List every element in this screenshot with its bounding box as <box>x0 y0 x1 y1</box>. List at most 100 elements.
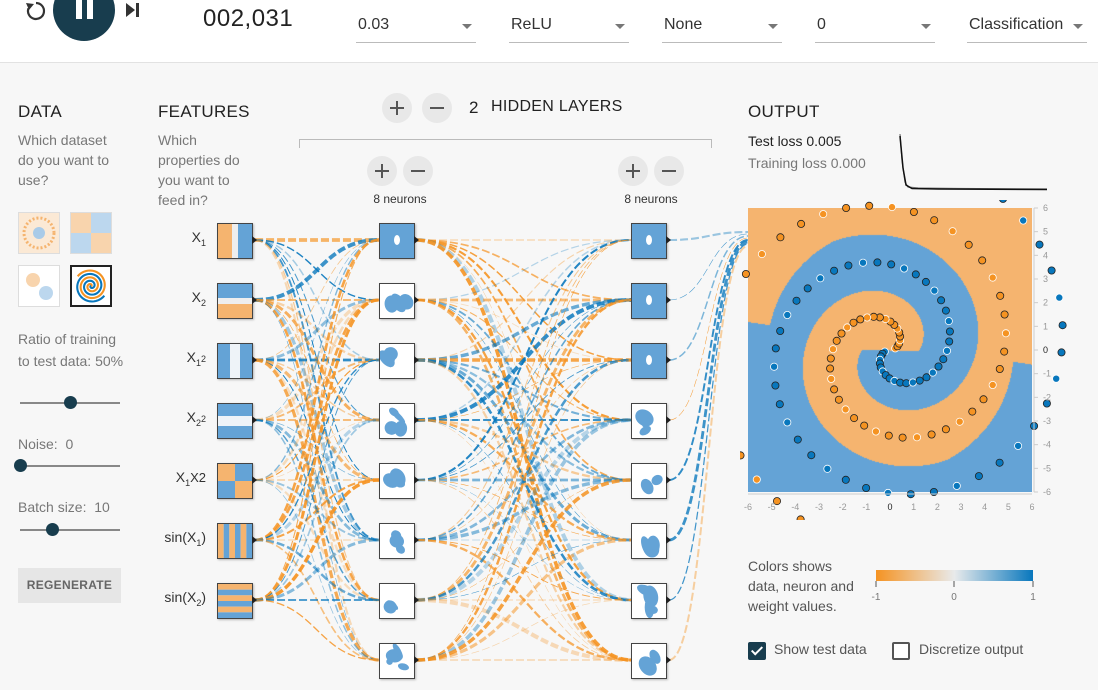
noise-slider[interactable] <box>14 459 120 472</box>
layer1-neuron[interactable] <box>379 523 415 559</box>
learning-rate-select[interactable]: 0.03 <box>356 10 476 43</box>
layer2-neuron[interactable] <box>631 343 667 379</box>
feature-node-x1[interactable] <box>217 223 253 259</box>
weight-link[interactable] <box>254 599 380 661</box>
weight-link[interactable] <box>254 418 380 542</box>
weight-link[interactable] <box>416 238 632 482</box>
weight-link[interactable] <box>416 359 632 661</box>
weight-link[interactable] <box>254 239 380 361</box>
discretize-output-checkbox[interactable] <box>892 642 910 660</box>
weight-link[interactable] <box>416 239 632 541</box>
activation-select[interactable]: ReLU <box>509 10 629 43</box>
weight-link[interactable] <box>668 239 749 481</box>
weight-link[interactable] <box>254 239 380 601</box>
weight-link[interactable] <box>416 597 632 663</box>
dataset-xor-option[interactable] <box>70 212 112 254</box>
weight-link[interactable] <box>254 239 380 481</box>
show-test-data-label[interactable]: Show test data <box>774 641 867 657</box>
layer1-neuron[interactable] <box>379 283 415 319</box>
layer2-add-neuron-button[interactable] <box>618 156 648 186</box>
ratio-slider-handle[interactable] <box>64 396 77 409</box>
layer2-neuron[interactable] <box>631 403 667 439</box>
weight-link[interactable] <box>416 479 632 601</box>
problem-type-select[interactable]: Classification <box>967 10 1087 43</box>
layer1-add-neuron-button[interactable] <box>367 156 397 186</box>
weight-link[interactable] <box>254 419 380 661</box>
weight-link[interactable] <box>416 599 632 661</box>
weight-link[interactable] <box>416 418 632 662</box>
feature-node-x1sq[interactable] <box>217 343 253 379</box>
weight-link[interactable] <box>254 359 380 481</box>
weight-link[interactable] <box>254 298 380 422</box>
dataset-gaussian-option[interactable] <box>18 265 60 307</box>
layer2-neuron[interactable] <box>631 223 667 259</box>
layer2-neuron[interactable] <box>631 643 667 679</box>
weight-link[interactable] <box>416 417 632 603</box>
weight-link[interactable] <box>416 478 632 542</box>
weight-link[interactable] <box>668 244 749 662</box>
layer1-neuron[interactable] <box>379 223 415 259</box>
weight-link[interactable] <box>254 419 380 601</box>
regularization-rate-select[interactable]: 0 <box>815 10 935 43</box>
layer1-neuron[interactable] <box>379 343 415 379</box>
weight-link[interactable] <box>668 235 749 361</box>
weight-link[interactable] <box>416 298 632 362</box>
show-test-data-checkbox[interactable] <box>748 642 766 660</box>
weight-link[interactable] <box>254 478 380 602</box>
add-layer-button[interactable] <box>382 93 412 123</box>
layer2-neuron[interactable] <box>631 583 667 619</box>
weight-link[interactable] <box>254 239 380 481</box>
dataset-spiral-option[interactable] <box>70 265 112 307</box>
weight-link[interactable] <box>416 239 632 421</box>
feature-node-x2sq[interactable] <box>217 403 253 439</box>
regenerate-button[interactable]: REGENERATE <box>18 568 121 603</box>
weight-link[interactable] <box>254 298 380 542</box>
weight-link[interactable] <box>416 479 632 541</box>
layer2-neuron[interactable] <box>631 463 667 499</box>
weight-link[interactable] <box>254 239 380 421</box>
layer2-remove-neuron-button[interactable] <box>654 156 684 186</box>
layer1-remove-neuron-button[interactable] <box>403 156 433 186</box>
weight-link[interactable] <box>416 239 632 661</box>
dataset-circle-option[interactable] <box>18 212 60 254</box>
weight-link[interactable] <box>254 239 380 601</box>
remove-layer-button[interactable] <box>422 93 452 123</box>
discretize-output-label[interactable]: Discretize output <box>919 641 1024 657</box>
step-icon[interactable] <box>124 2 142 18</box>
weight-link[interactable] <box>668 233 749 301</box>
weight-link[interactable] <box>668 240 749 542</box>
feature-node-x2[interactable] <box>217 283 253 319</box>
weight-link[interactable] <box>416 239 632 301</box>
feature-node-x1x2[interactable] <box>217 463 253 499</box>
weight-link[interactable] <box>416 298 632 662</box>
weight-link[interactable] <box>254 299 380 661</box>
weight-link[interactable] <box>416 239 632 601</box>
layer2-neuron[interactable] <box>631 283 667 319</box>
weight-link[interactable] <box>416 239 632 301</box>
weight-link[interactable] <box>254 538 380 602</box>
batch-slider[interactable] <box>20 523 120 536</box>
weight-link[interactable] <box>668 243 749 601</box>
layer1-neuron[interactable] <box>379 403 415 439</box>
layer1-neuron[interactable] <box>379 583 415 619</box>
weight-link[interactable] <box>254 298 380 542</box>
weight-link[interactable] <box>254 359 380 601</box>
weight-link[interactable] <box>254 418 380 542</box>
weight-link[interactable] <box>254 238 380 302</box>
weight-link[interactable] <box>416 239 632 361</box>
noise-slider-handle[interactable] <box>14 459 27 472</box>
feature-node-sinx1[interactable] <box>217 523 253 559</box>
weight-link[interactable] <box>416 299 632 481</box>
weight-link[interactable] <box>668 230 749 242</box>
batch-slider-handle[interactable] <box>46 523 59 536</box>
weight-link[interactable] <box>416 478 632 662</box>
layer1-neuron[interactable] <box>379 643 415 679</box>
feature-node-sinx2[interactable] <box>217 583 253 619</box>
weight-link[interactable] <box>254 478 380 542</box>
layer1-neuron[interactable] <box>379 463 415 499</box>
weight-link[interactable] <box>416 538 632 662</box>
weight-link[interactable] <box>254 538 380 602</box>
regularization-select[interactable]: None <box>662 10 782 43</box>
ratio-slider[interactable] <box>20 396 120 409</box>
weight-link[interactable] <box>254 238 380 542</box>
